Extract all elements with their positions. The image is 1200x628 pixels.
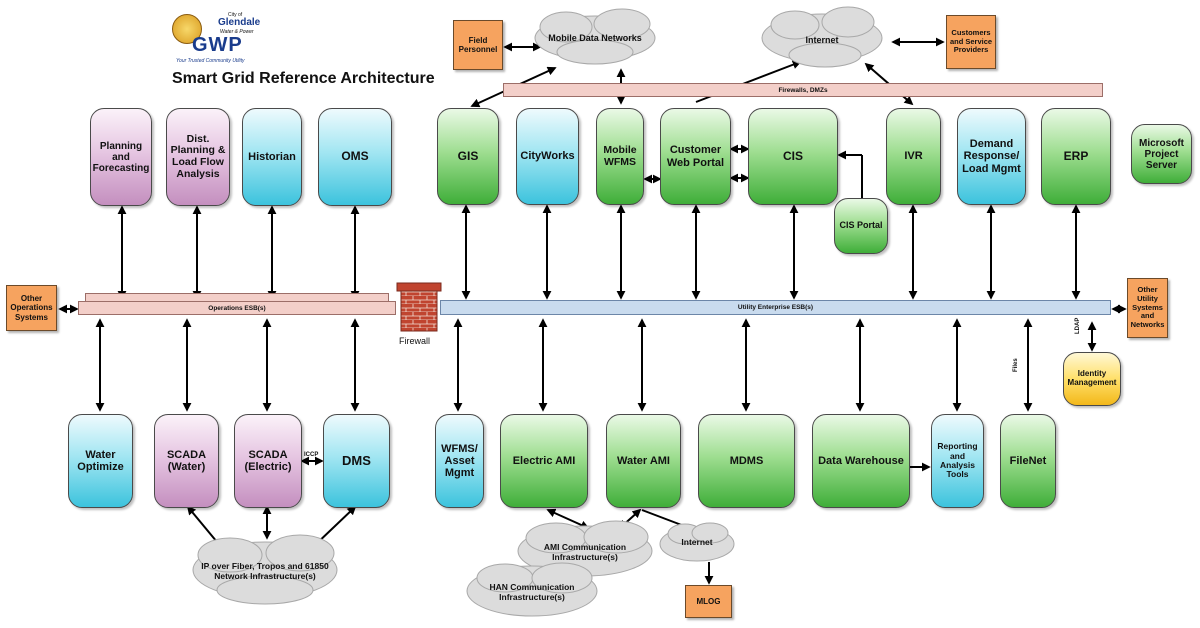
cityworks-box[interactable]: CityWorks bbox=[516, 108, 579, 205]
internet-top-label: Internet bbox=[805, 34, 839, 45]
dms-box[interactable]: DMS bbox=[323, 414, 390, 508]
gis-box[interactable]: GIS bbox=[437, 108, 499, 205]
han-comm-cloud bbox=[466, 562, 598, 617]
planning-forecasting-box[interactable]: Planning and Forecasting bbox=[90, 108, 152, 206]
water-optimize-box[interactable]: Water Optimize bbox=[68, 414, 133, 508]
firewall-icon bbox=[400, 288, 438, 332]
data-warehouse-box[interactable]: Data Warehouse bbox=[812, 414, 910, 508]
historian-box[interactable]: Historian bbox=[242, 108, 302, 206]
ldap-label: LDAP bbox=[1075, 317, 1081, 334]
logo-city: City of bbox=[228, 12, 243, 18]
customer-web-portal-box[interactable]: Customer Web Portal bbox=[660, 108, 731, 205]
operations-esb-bar: Operations ESB(s) bbox=[78, 301, 396, 315]
customers-service-providers-box[interactable]: Customers and Service Providers bbox=[946, 15, 996, 69]
mobile-data-networks-label: Mobile Data Networks bbox=[548, 32, 642, 43]
mobile-wfms-box[interactable]: Mobile WFMS bbox=[596, 108, 644, 205]
electric-ami-box[interactable]: Electric AMI bbox=[500, 414, 588, 508]
logo-mark: GWP bbox=[192, 34, 243, 56]
oms-top-box[interactable]: OMS bbox=[318, 108, 392, 206]
erp-box[interactable]: ERP bbox=[1041, 108, 1111, 205]
ami-comm-label: AMI Communication Infrastructure(s) bbox=[543, 542, 627, 562]
firewalls-dmzs-bar: Firewalls, DMZs bbox=[503, 83, 1103, 97]
firewall-label: Firewall bbox=[399, 336, 431, 346]
other-operations-systems-box[interactable]: Other Operations Systems bbox=[6, 285, 57, 331]
filenet-box[interactable]: FileNet bbox=[1000, 414, 1056, 508]
enterprise-esb-bar: Utility Enterprise ESB(s) bbox=[440, 300, 1111, 315]
mobile-data-cloud bbox=[534, 8, 656, 65]
cis-box[interactable]: CIS bbox=[748, 108, 838, 205]
han-comm-label: HAN Communication Infrastructure(s) bbox=[489, 582, 575, 602]
identity-management-box[interactable]: Identity Management bbox=[1063, 352, 1121, 406]
ip-fiber-cloud bbox=[192, 534, 338, 605]
scada-water-box[interactable]: SCADA (Water) bbox=[154, 414, 219, 508]
field-personnel-box[interactable]: Field Personnel bbox=[453, 20, 503, 70]
wfms-asset-mgmt-box[interactable]: WFMS/ Asset Mgmt bbox=[435, 414, 484, 508]
internet-bottom-cloud bbox=[659, 522, 735, 562]
logo-seal-icon bbox=[172, 14, 202, 44]
cis-portal-box[interactable]: CIS Portal bbox=[834, 198, 888, 254]
ms-project-server-box[interactable]: Microsoft Project Server bbox=[1131, 124, 1192, 184]
ivr-box[interactable]: IVR bbox=[886, 108, 941, 205]
logo-water-power: Water & Power bbox=[220, 29, 254, 35]
other-utility-systems-box[interactable]: Other Utility Systems and Networks bbox=[1127, 278, 1168, 338]
internet-top-cloud bbox=[761, 6, 883, 68]
mlog-box[interactable]: MLOG bbox=[685, 585, 732, 618]
logo-tagline: Your Trusted Community Utility bbox=[176, 58, 245, 64]
gwp-logo: City of Glendale Water & Power GWP Your … bbox=[170, 8, 270, 66]
scada-electric-box[interactable]: SCADA (Electric) bbox=[234, 414, 302, 508]
logo-glendale: Glendale bbox=[218, 17, 261, 28]
ip-fiber-label: IP over Fiber, Tropos and 61850 Network … bbox=[201, 561, 329, 581]
demand-response-box[interactable]: Demand Response/ Load Mgmt bbox=[957, 108, 1026, 205]
internet-bottom-label: Internet bbox=[681, 537, 713, 548]
files-label: Files bbox=[1013, 358, 1019, 372]
dist-planning-box[interactable]: Dist. Planning & Load Flow Analysis bbox=[166, 108, 230, 206]
mdms-box[interactable]: MDMS bbox=[698, 414, 795, 508]
reporting-tools-box[interactable]: Reporting and Analysis Tools bbox=[931, 414, 984, 508]
page-title: Smart Grid Reference Architecture bbox=[172, 70, 435, 87]
water-ami-box[interactable]: Water AMI bbox=[606, 414, 681, 508]
iccp-label: ICCP bbox=[304, 452, 319, 458]
